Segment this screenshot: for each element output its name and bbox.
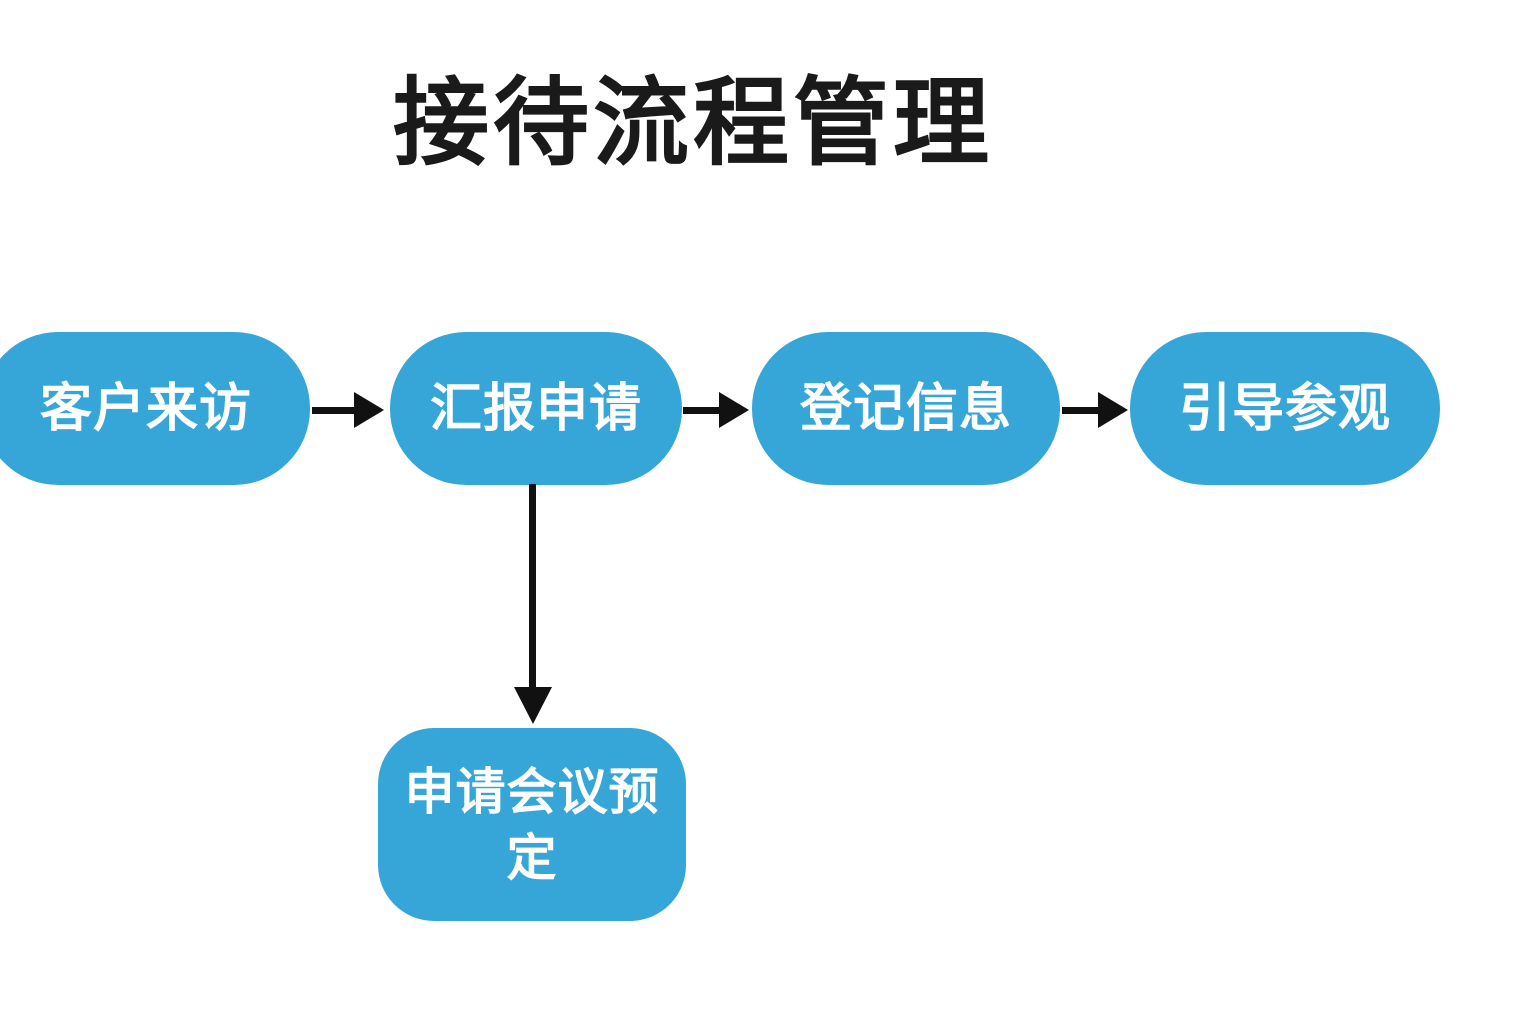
flow-node-register-info[interactable]: 登记信息	[752, 332, 1060, 485]
arrow-head	[354, 392, 384, 428]
arrow-right-icon-2	[683, 388, 749, 432]
arrow-head	[1098, 392, 1128, 428]
arrow-shaft	[683, 407, 721, 414]
arrow-shaft	[1062, 407, 1100, 414]
flow-node-customer-visit[interactable]: 客户来访	[0, 332, 310, 485]
flow-node-label: 申请会议预定	[404, 763, 660, 886]
arrow-shaft	[529, 484, 536, 690]
flow-node-guided-tour[interactable]: 引导参观	[1130, 332, 1440, 485]
flow-node-label: 客户来访	[39, 379, 252, 438]
arrow-right-icon-1	[312, 388, 384, 432]
arrow-shaft	[312, 407, 356, 414]
flow-node-meeting-room-booking[interactable]: 申请会议预定	[378, 728, 686, 921]
flow-node-report-application[interactable]: 汇报申请	[390, 332, 682, 485]
arrow-right-icon-3	[1062, 388, 1128, 432]
arrow-down-icon-1	[506, 484, 558, 724]
flow-node-label: 登记信息	[799, 379, 1012, 438]
flow-node-label: 引导参观	[1178, 379, 1391, 438]
arrow-head	[719, 392, 749, 428]
flow-node-label: 汇报申请	[429, 379, 642, 438]
page-title: 接待流程管理	[393, 70, 993, 177]
arrow-head	[514, 687, 552, 724]
